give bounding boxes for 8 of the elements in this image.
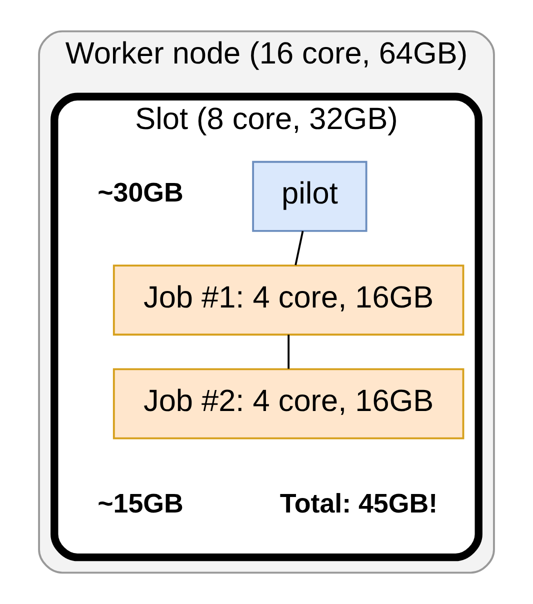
- connector: [294, 230, 304, 266]
- label: ~15GB: [98, 488, 184, 519]
- label: ~30GB: [98, 178, 184, 208]
- node-box: pilot: [252, 160, 368, 232]
- node-box: Job #1: 4 core, 16GB: [112, 264, 464, 336]
- connector: [288, 334, 290, 369]
- label: Total: 45GB!: [280, 488, 438, 519]
- node-box: Job #2: 4 core, 16GB: [112, 368, 464, 440]
